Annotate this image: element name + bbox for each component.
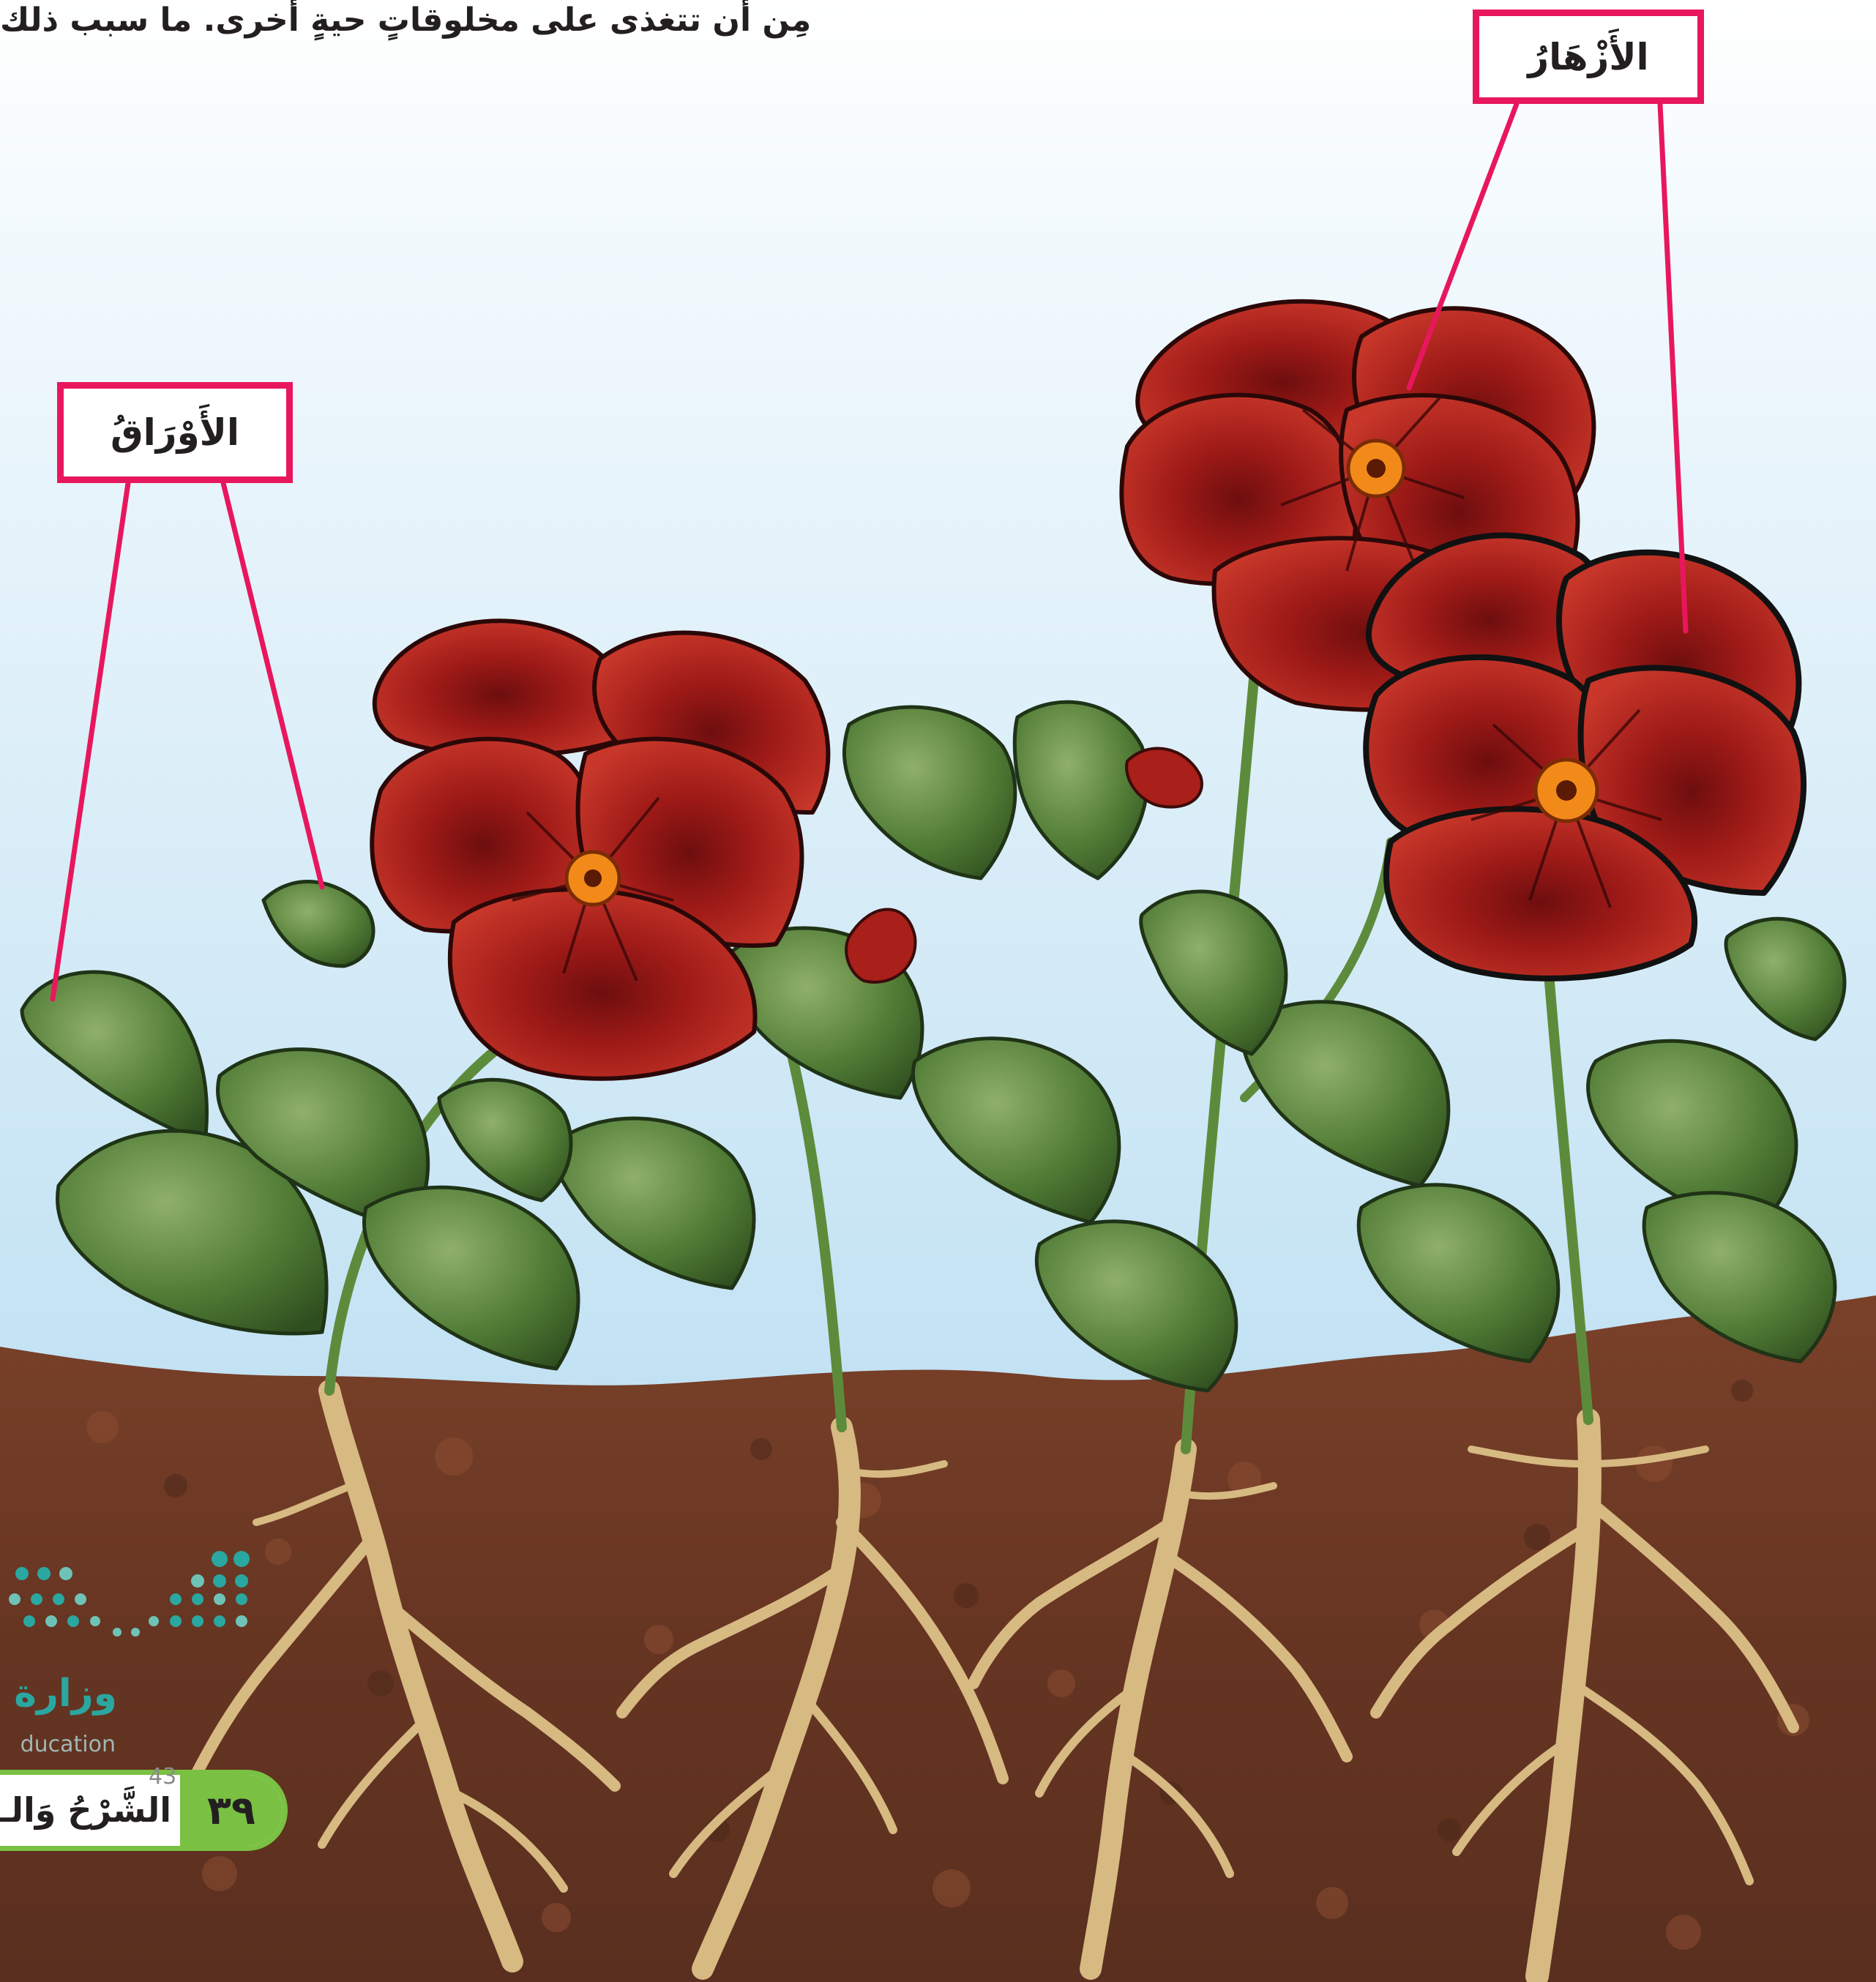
page-number: ٣٩ bbox=[180, 1775, 283, 1846]
section-title: الشَّرْحُ وَالـ bbox=[0, 1775, 171, 1846]
question-text: مِن أن تتغذى على مخلوقاتٍ حيةٍ أخرى. ما … bbox=[0, 0, 959, 44]
small-page-number: 43 bbox=[149, 1764, 176, 1790]
page-footer-tab: الشَّرْحُ وَالـ ٣٩ bbox=[0, 1770, 288, 1851]
label-leaves: الأَوْرَاقُ bbox=[57, 382, 293, 483]
label-flowers: الأَزْهَارُ bbox=[1473, 10, 1704, 104]
ministry-logo-arabic: وزارة ا bbox=[0, 1672, 117, 1716]
ministry-logo-english: ducation bbox=[0, 1732, 116, 1757]
